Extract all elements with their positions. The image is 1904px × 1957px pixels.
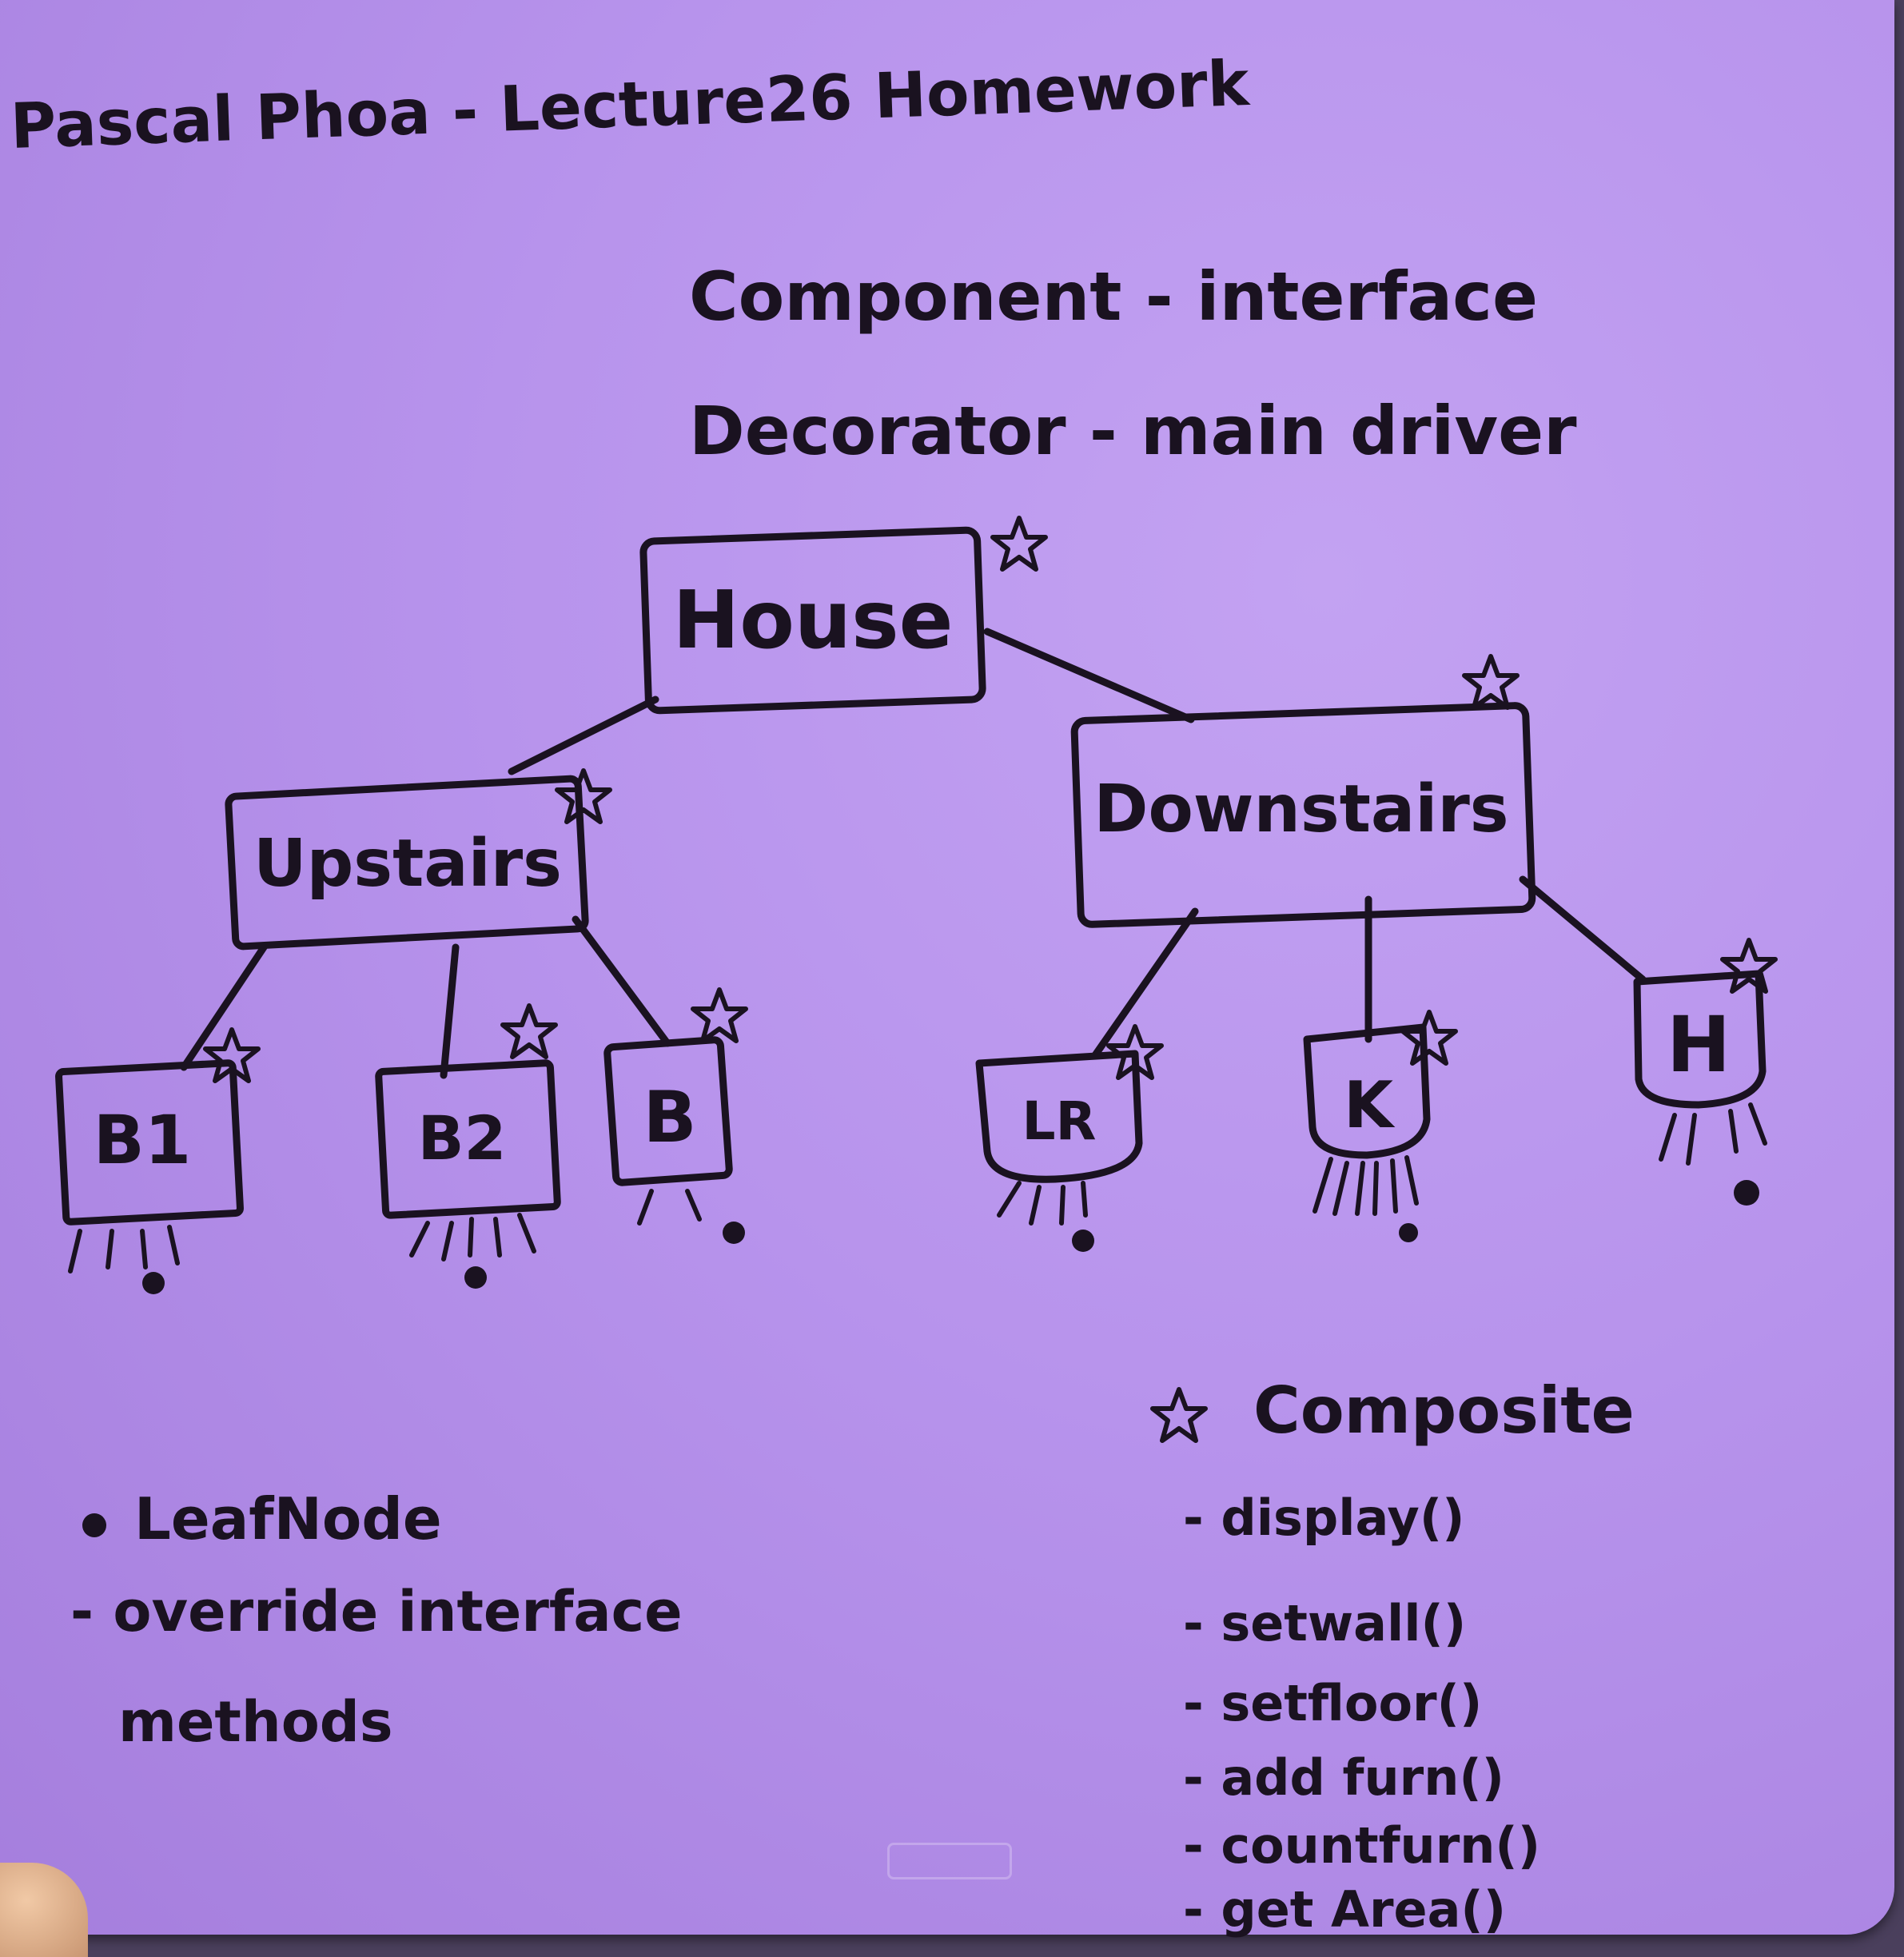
node-h: H: [1633, 940, 1775, 1206]
node-b1: B1: [55, 1030, 258, 1294]
node-house: House: [639, 518, 1046, 715]
node-lr-label: LR: [1022, 1090, 1097, 1152]
node-b: B: [603, 990, 746, 1244]
composite-star-icon: [1723, 940, 1775, 991]
node-upstairs-label: Upstairs: [253, 826, 562, 902]
node-b1-label: B1: [94, 1101, 191, 1179]
legend-composite: Composite - display() - setwall() - setf…: [1153, 1373, 1635, 1939]
page-title: Pascal Phoa - Lecture26 Homework: [10, 48, 1253, 163]
edge-upstairs-b1: [180, 943, 268, 1071]
edge-upstairs-b2: [440, 943, 460, 1079]
composite-star-icon: [503, 1006, 556, 1057]
composite-method-3: - setfloor(): [1183, 1674, 1482, 1732]
composite-star-icon: [1153, 1389, 1205, 1441]
legend-composite-heading: Composite: [1253, 1373, 1635, 1448]
note-component: Component - interface: [689, 257, 1538, 336]
legend-leaf: LeafNode - override interface methods: [70, 1485, 683, 1755]
node-k-label: K: [1344, 1068, 1396, 1142]
node-k: K: [1303, 1012, 1456, 1242]
node-b2: B2: [375, 1006, 561, 1289]
node-b-label: B: [643, 1076, 696, 1158]
composite-star-icon: [1464, 656, 1517, 707]
edge-downstairs-lr: [1091, 907, 1199, 1059]
composite-method-4: - add furn(): [1183, 1748, 1504, 1807]
legend-leaf-line2: methods: [118, 1689, 393, 1755]
node-downstairs-label: Downstairs: [1093, 771, 1508, 847]
note-decorator: Decorator - main driver: [689, 392, 1577, 470]
composite-method-5: - countfurn(): [1183, 1816, 1540, 1875]
composite-star-icon: [1403, 1012, 1456, 1063]
composite-method-6: - get Area(): [1183, 1880, 1506, 1939]
node-h-label: H: [1667, 1000, 1731, 1090]
composite-star-icon: [993, 518, 1046, 569]
leaf-dot-icon: [82, 1513, 106, 1537]
node-downstairs: Downstairs: [1070, 656, 1536, 928]
composite-star-icon: [693, 990, 746, 1041]
edge-house-downstairs: [983, 628, 1195, 723]
legend-leaf-line1: - override interface: [70, 1579, 683, 1644]
edge-house-upstairs: [508, 696, 659, 775]
composite-method-2: - setwall(): [1183, 1594, 1466, 1652]
legend-leaf-heading: LeafNode: [134, 1485, 442, 1552]
node-lr: LR: [975, 1026, 1161, 1252]
board-brand-mark: [887, 1843, 1012, 1879]
composite-method-1: - display(): [1183, 1489, 1465, 1547]
edge-upstairs-b: [572, 915, 671, 1047]
node-b2-label: B2: [418, 1102, 507, 1174]
node-upstairs: Upstairs: [225, 771, 610, 951]
node-house-label: House: [673, 573, 954, 667]
tree-edges: [180, 628, 1647, 1079]
edge-downstairs-h: [1519, 875, 1647, 983]
